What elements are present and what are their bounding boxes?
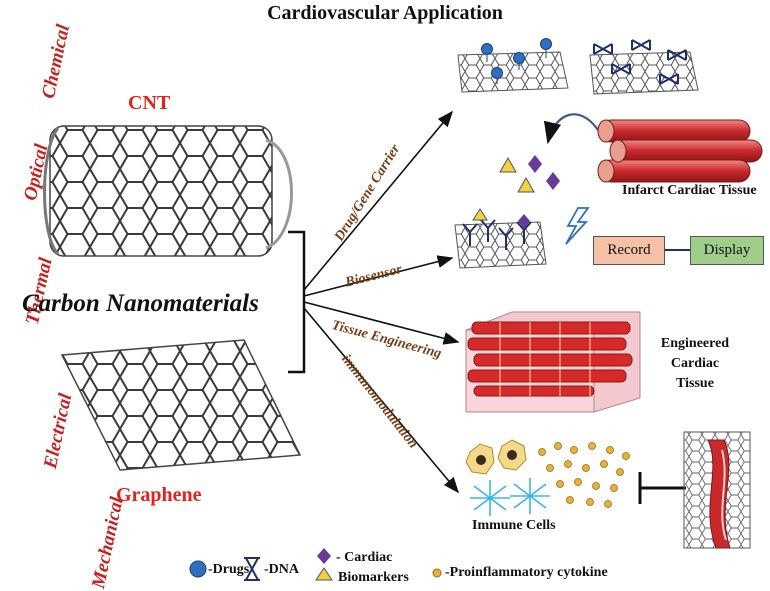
engineered-tissue-label: Engineered Cardiac Tissue — [650, 334, 740, 394]
legend-drugs: -Drugs — [208, 562, 250, 577]
inhibition-symbol — [638, 472, 686, 504]
biomarker-molecules — [499, 155, 560, 193]
cnt-label: CNT — [128, 92, 171, 114]
cytokine-icon — [432, 568, 442, 578]
infarct-tissue-illustration — [597, 119, 763, 183]
biomarker-triangle-icon — [315, 567, 333, 581]
curved-arrow — [543, 113, 599, 145]
legend-symbols — [189, 548, 442, 581]
drug-carrier-sheet — [457, 38, 569, 93]
immune-cells-label: Immune Cells — [472, 518, 556, 533]
engineered-line-2: Cardiac — [670, 356, 720, 371]
engineered-line-1: Engineered — [660, 336, 730, 351]
cnt-illustration — [43, 125, 293, 257]
legend-cardiac: - Cardiac — [336, 550, 393, 565]
figure-title: Cardiovascular Application — [267, 2, 503, 24]
legend-dna: -DNA — [264, 562, 299, 577]
legend-biomarkers: Biomarkers — [338, 570, 409, 585]
biosensor-sheet — [454, 208, 547, 269]
immune-cells-illustration — [465, 439, 550, 516]
signal-lightning-icon — [565, 207, 590, 245]
record-box: Record — [593, 236, 665, 265]
gene-carrier-sheet — [589, 39, 699, 95]
cnt-muscle-tube-illustration — [683, 431, 751, 549]
display-box: Display — [690, 236, 764, 265]
engineered-tissue-illustration — [465, 311, 641, 413]
legend-cytokine: -Proinflammatory cytokine — [445, 565, 608, 580]
graphene-label: Graphene — [116, 484, 202, 506]
bracket — [288, 230, 306, 374]
graphene-illustration — [60, 339, 302, 471]
dna-icon — [244, 557, 260, 581]
carbon-nanomaterials-label: Carbon Nanomaterials — [22, 290, 259, 317]
infarct-tissue-label: Infarct Cardiac Tissue — [622, 183, 757, 198]
cytokine-dots — [538, 442, 630, 508]
drug-icon — [189, 560, 207, 578]
engineered-line-3: Tissue — [676, 376, 714, 391]
branch-arrows — [303, 110, 460, 494]
biomarker-diamond-icon — [317, 548, 331, 564]
